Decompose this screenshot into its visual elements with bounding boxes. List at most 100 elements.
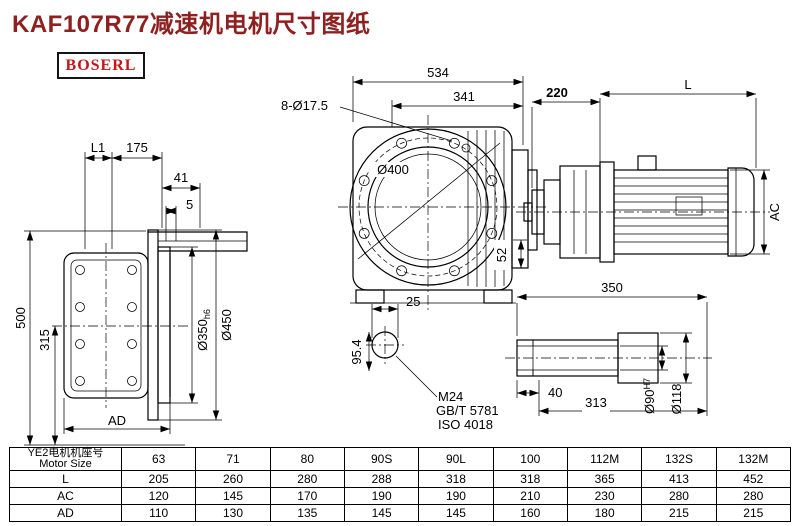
dim-holes-label: 8-Ø17.5 [281, 98, 328, 113]
bolt-hole [75, 376, 85, 386]
dim-95-4-label: 95.4 [349, 339, 364, 364]
dim-d400-label: Ø400 [377, 162, 409, 177]
foot-left [355, 289, 385, 304]
bolt-hole [75, 339, 85, 349]
cell: 130 [195, 504, 271, 522]
col-header: 90L [418, 447, 494, 471]
col-header: 112M [566, 447, 643, 471]
cell: 145 [418, 504, 494, 522]
page-title: KAF107R77减速机电机尺寸图纸 [12, 11, 371, 38]
cell: 120 [120, 487, 197, 505]
table-header-row: YE2电机机座号 Motor Size 63 71 80 90S 90L 100… [9, 447, 792, 471]
bolt-circle [358, 137, 498, 277]
dim-350-label: 350 [601, 280, 623, 295]
bolt-hole [75, 302, 85, 312]
dim-500-label: 500 [13, 307, 28, 329]
dim-341-label: 341 [453, 89, 475, 104]
row-label: AC [9, 487, 122, 505]
cell: 318 [492, 470, 568, 488]
technical-drawing: L1 175 41 5 500 315 Ø350h6 Ø450 AD [13, 65, 782, 446]
cell: 190 [418, 487, 494, 505]
dim-40-label: 40 [548, 385, 562, 400]
flange-bolt-hole [486, 228, 498, 239]
cell: 160 [492, 504, 568, 522]
dim-175-label: 175 [126, 140, 148, 155]
cell: 145 [195, 487, 271, 505]
dim-315-label: 315 [37, 329, 52, 351]
cell: 205 [120, 470, 197, 488]
table-row-ad: AD 110 130 135 145 145 160 180 215 215 [9, 504, 792, 522]
cell: 210 [492, 487, 568, 505]
front-view: 534 341 8-Ø17.5 Ø400 52 25 95.4 M24 GB/T… [281, 65, 548, 432]
cell: 110 [120, 504, 197, 522]
row-label: AD [9, 504, 122, 522]
bolt-hole [127, 339, 137, 349]
mounting-flange-circle [349, 128, 507, 286]
flange-bolt-hole [486, 175, 498, 186]
nameplate [675, 196, 703, 216]
col-header: 100 [492, 447, 568, 471]
motor-size-table: YE2电机机座号 Motor Size 63 71 80 90S 90L 100… [9, 447, 792, 522]
standard-iso-label: ISO 4018 [438, 417, 493, 432]
flange-bolt-hole [396, 137, 407, 149]
dim-l1-label: L1 [91, 140, 105, 155]
cell: 230 [566, 487, 643, 505]
dim-d118-label: Ø118 [669, 384, 684, 415]
dim-l-label: L [684, 77, 691, 92]
cell: 318 [418, 470, 494, 488]
motor-size-header-cell: YE2电机机座号 Motor Size [9, 447, 122, 471]
dim-52-label: 52 [494, 248, 509, 262]
cell: 180 [566, 504, 643, 522]
cell: 145 [343, 504, 420, 522]
mounting-bracket [148, 231, 248, 252]
cell: 260 [195, 470, 271, 488]
dim-5-label: 5 [186, 197, 193, 212]
thread-m24-label: M24 [438, 389, 463, 404]
table-row-l: L 205 260 280 288 318 318 365 413 452 [9, 470, 792, 488]
col-header: 71 [195, 447, 271, 471]
dim-41-label: 41 [174, 170, 188, 185]
left-side-view: L1 175 41 5 500 315 Ø350h6 Ø450 AD [13, 140, 248, 446]
cell: 288 [343, 470, 420, 488]
col-header: 132S [641, 447, 717, 471]
cell: 280 [641, 487, 717, 505]
motor-side-view: 220 L AC [516, 77, 782, 263]
bolt-hole [127, 265, 137, 275]
cell: 280 [715, 487, 792, 505]
shaft-collar [617, 332, 659, 384]
boserl-logo: BOSERL [57, 52, 145, 79]
col-header: 132M [715, 447, 792, 471]
cell: 413 [641, 470, 717, 488]
bolt-hole [127, 376, 137, 386]
cell: 170 [269, 487, 345, 505]
dim-d90h7-label: Ø90H7 [642, 378, 657, 414]
flange-bolt-hole [396, 265, 407, 277]
flange-bolt-hole [358, 175, 370, 186]
dim-ac-label: AC [767, 203, 782, 221]
header-en: Motor Size [39, 458, 92, 470]
bolt-hole [127, 302, 137, 312]
dim-313-label: 313 [585, 395, 607, 410]
dim-d350h6-label: Ø350h6 [195, 309, 212, 351]
col-header: 63 [120, 447, 197, 471]
foot-right [483, 289, 513, 304]
flange-bolt-hole [358, 228, 370, 239]
flange-bolt-hole [449, 265, 460, 277]
bolt-hole [75, 265, 85, 275]
col-header: 80 [269, 447, 345, 471]
cell: 215 [641, 504, 717, 522]
cell: 280 [269, 470, 345, 488]
standard-gb-label: GB/T 5781 [436, 403, 499, 418]
hollow-shaft-detail: 350 40 313 Ø90H7 Ø118 [505, 280, 712, 416]
logo-text: BOSERL [65, 56, 137, 74]
dim-ad-label: AD [108, 413, 126, 428]
output-stub [511, 149, 529, 269]
table-row-ac: AC 120 145 170 190 190 210 230 280 280 [9, 487, 792, 505]
col-header: 90S [343, 447, 420, 471]
dim-25-label: 25 [406, 294, 420, 309]
terminal-box [637, 155, 657, 171]
header-cn: YE2电机机座号 [27, 447, 104, 459]
output-flange [147, 229, 159, 421]
cell: 190 [343, 487, 420, 505]
dim-d450-label: Ø450 [219, 309, 234, 341]
